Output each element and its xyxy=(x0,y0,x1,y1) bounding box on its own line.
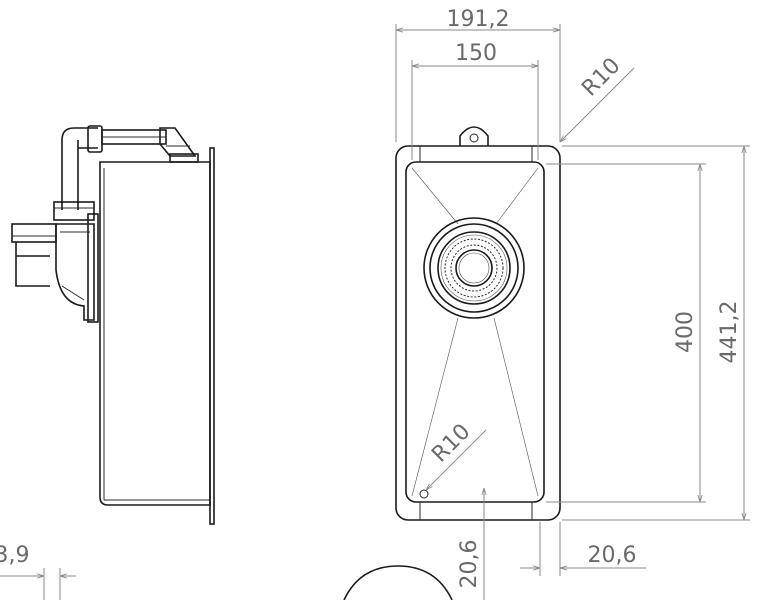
dim-overall-height: 441,2 xyxy=(717,301,742,364)
trap-outlet xyxy=(53,201,95,221)
side-view-bowl xyxy=(99,161,211,506)
top-view xyxy=(395,126,561,521)
dim-left-partial: 3,9 xyxy=(0,543,30,568)
side-view xyxy=(11,125,215,525)
drain-strainer xyxy=(423,217,525,319)
dim-overall-width: 191,2 xyxy=(447,7,510,32)
dim-inner-height: 400 xyxy=(673,311,698,353)
sink-inner-bowl xyxy=(405,161,545,503)
overflow-knob xyxy=(459,126,489,146)
sink-outer-rim xyxy=(395,145,561,521)
dim-radius-top: R10 xyxy=(577,53,625,101)
dim-rim-bottom: 20,6 xyxy=(457,540,482,589)
dim-radius-inner: R10 xyxy=(427,419,475,467)
dim-inner-width: 150 xyxy=(455,41,497,66)
overflow-pipe xyxy=(61,127,98,210)
side-view-rim xyxy=(209,147,215,525)
dim-rim-side: 20,6 xyxy=(588,543,637,568)
partial-detail-circle xyxy=(343,565,453,600)
dimension-lines xyxy=(0,24,750,600)
